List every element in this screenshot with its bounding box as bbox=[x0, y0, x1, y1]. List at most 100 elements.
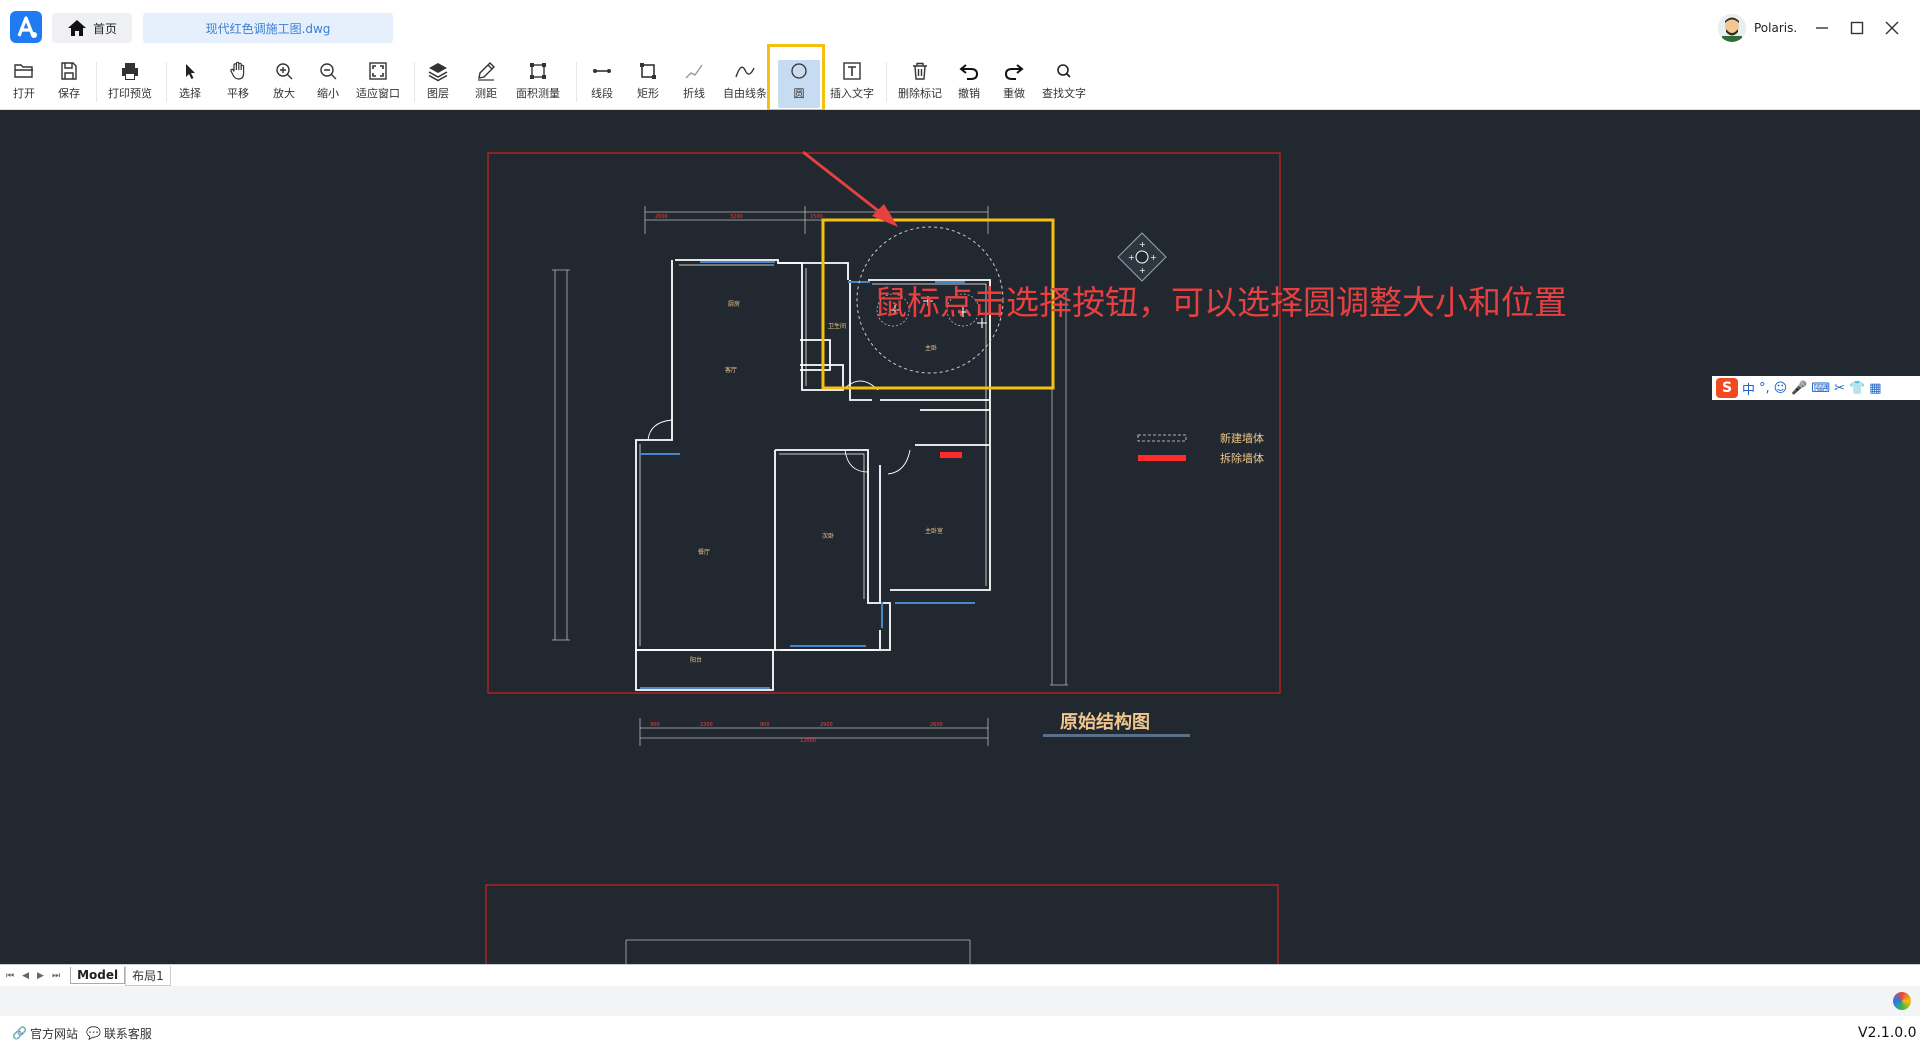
close-icon bbox=[1885, 21, 1899, 35]
freehand-button[interactable]: 自由线条 bbox=[722, 60, 768, 108]
minimize-icon bbox=[1816, 27, 1828, 29]
zoom-out-icon bbox=[320, 63, 337, 80]
folder-open-icon bbox=[14, 64, 33, 78]
next-tab-icon[interactable]: ▶ bbox=[37, 970, 44, 981]
polyline-button[interactable]: 折线 bbox=[680, 60, 708, 108]
toolbar-separator bbox=[166, 62, 167, 102]
print-preview-button[interactable]: 打印预览 bbox=[106, 60, 154, 108]
microphone-icon[interactable]: 🎤 bbox=[1791, 380, 1808, 396]
svg-text:客厅: 客厅 bbox=[725, 366, 737, 374]
prev-tab-icon[interactable]: ◀ bbox=[22, 970, 30, 981]
grid-menu-icon[interactable]: ▦ bbox=[1869, 380, 1882, 396]
status-bar: 🔗 官方网站 💬 联系客服 V2.1.0.0 bbox=[0, 1016, 1920, 1050]
undo-button[interactable]: 撤销 bbox=[955, 60, 983, 108]
layers-label: 图层 bbox=[427, 87, 449, 100]
user-area[interactable]: Polaris. bbox=[1718, 12, 1797, 44]
text-icon bbox=[843, 62, 861, 80]
website-icon: 🔗 bbox=[12, 1026, 27, 1040]
trash-icon bbox=[913, 62, 927, 80]
layers-button[interactable]: 图层 bbox=[424, 60, 452, 108]
svg-text:2900: 2900 bbox=[820, 722, 833, 728]
toolbar-separator bbox=[414, 62, 415, 102]
undo-icon bbox=[959, 64, 979, 80]
emoji-icon[interactable]: ☺ bbox=[1773, 380, 1788, 396]
last-tab-icon[interactable]: ⏭ bbox=[51, 970, 61, 981]
app-logo bbox=[10, 11, 42, 43]
area-button[interactable]: 面积测量 bbox=[514, 60, 562, 108]
color-wheel-icon[interactable] bbox=[1893, 992, 1911, 1010]
fit-window-button[interactable]: 适应窗口 bbox=[354, 60, 402, 108]
toolbar: 打开 保存 打印预览 选择 平移 放大 缩小 适应窗口 图层 测距 面积测量 bbox=[0, 44, 1920, 112]
text-label: 插入文字 bbox=[830, 87, 874, 100]
printer-icon bbox=[122, 63, 138, 80]
zoom-in-button[interactable]: 放大 bbox=[270, 60, 298, 108]
svg-text:+: + bbox=[1139, 266, 1146, 275]
svg-text:阳台: 阳台 bbox=[690, 656, 702, 664]
redo-icon bbox=[1004, 64, 1024, 80]
rect-button[interactable]: 矩形 bbox=[634, 60, 662, 108]
layout-tab-bar: ⏮ ◀ ▶ ⏭ Model 布局1 bbox=[0, 964, 1920, 986]
home-tab-label: 首页 bbox=[92, 21, 117, 36]
redo-button[interactable]: 重做 bbox=[1000, 60, 1028, 108]
svg-text:3200: 3200 bbox=[730, 214, 743, 220]
cursor-icon bbox=[186, 64, 195, 79]
ruler-pencil-icon bbox=[478, 62, 495, 81]
toolbar-separator bbox=[576, 62, 577, 102]
minimize-button[interactable] bbox=[1808, 14, 1836, 42]
svg-text:卫生间: 卫生间 bbox=[828, 322, 846, 330]
keyboard-icon[interactable]: ⌨ bbox=[1811, 380, 1831, 396]
file-tab[interactable]: 现代红色调施工图.dwg bbox=[143, 13, 393, 43]
toolbar-separator bbox=[96, 62, 97, 102]
open-button[interactable]: 打开 bbox=[10, 60, 38, 108]
tab-layout1[interactable]: 布局1 bbox=[125, 965, 171, 986]
text-button[interactable]: 插入文字 bbox=[828, 60, 876, 108]
avatar[interactable] bbox=[1718, 14, 1746, 42]
fit-window-label: 适应窗口 bbox=[356, 87, 400, 100]
toolbox-icon[interactable]: ✂ bbox=[1834, 380, 1846, 396]
pan-button[interactable]: 平移 bbox=[224, 60, 252, 108]
maximize-button[interactable] bbox=[1843, 14, 1871, 42]
home-icon bbox=[67, 20, 86, 36]
line-button[interactable]: 线段 bbox=[588, 60, 616, 108]
svg-text:主卧: 主卧 bbox=[925, 344, 937, 352]
redo-label: 重做 bbox=[1003, 87, 1025, 100]
save-button[interactable]: 保存 bbox=[55, 60, 83, 108]
tab-model[interactable]: Model bbox=[70, 967, 126, 984]
svg-text:+: + bbox=[1139, 240, 1146, 249]
find-text-label: 查找文字 bbox=[1042, 87, 1086, 100]
close-button[interactable] bbox=[1878, 14, 1906, 42]
circle-button[interactable]: 圆 bbox=[778, 60, 820, 108]
delete-label: 删除标记 bbox=[898, 87, 942, 100]
layers-icon bbox=[428, 63, 448, 82]
skin-icon[interactable]: 👕 bbox=[1849, 380, 1866, 396]
freehand-icon bbox=[735, 66, 755, 78]
ime-toolbar[interactable]: S 中 °, ☺ 🎤 ⌨ ✂ 👕 ▦ bbox=[1712, 376, 1920, 400]
select-button[interactable]: 选择 bbox=[176, 60, 204, 108]
website-link[interactable]: 官方网站 bbox=[29, 1026, 78, 1041]
hand-icon bbox=[230, 61, 245, 80]
home-tab[interactable]: 首页 bbox=[52, 13, 132, 43]
delete-button[interactable]: 删除标记 bbox=[896, 60, 944, 108]
ime-punct[interactable]: °, bbox=[1759, 380, 1770, 396]
svg-text:2600: 2600 bbox=[930, 722, 943, 728]
support-link[interactable]: 联系客服 bbox=[103, 1026, 152, 1041]
find-text-button[interactable]: 查找文字 bbox=[1040, 60, 1088, 108]
measure-button[interactable]: 测距 bbox=[472, 60, 500, 108]
polyline-icon bbox=[685, 64, 703, 79]
fit-window-icon bbox=[369, 62, 387, 80]
zoom-out-button[interactable]: 缩小 bbox=[314, 60, 342, 108]
svg-text:2300: 2300 bbox=[700, 722, 713, 728]
annotation-text: 鼠标点击选择按钮，可以选择圆调整大小和位置 bbox=[874, 283, 1567, 322]
area-icon bbox=[530, 63, 546, 79]
ime-lang[interactable]: 中 bbox=[1742, 382, 1756, 398]
legend-demolish-wall-label: 拆除墙体 bbox=[1220, 452, 1264, 465]
circle-tool-highlight bbox=[767, 44, 825, 112]
svg-text:+: + bbox=[1128, 253, 1135, 262]
user-name: Polaris. bbox=[1754, 21, 1798, 35]
circle-label: 圆 bbox=[793, 87, 805, 100]
line-segment-icon bbox=[593, 69, 611, 73]
svg-text:主卧室: 主卧室 bbox=[925, 527, 943, 535]
measure-label: 测距 bbox=[475, 87, 497, 100]
first-tab-icon[interactable]: ⏮ bbox=[6, 970, 15, 981]
